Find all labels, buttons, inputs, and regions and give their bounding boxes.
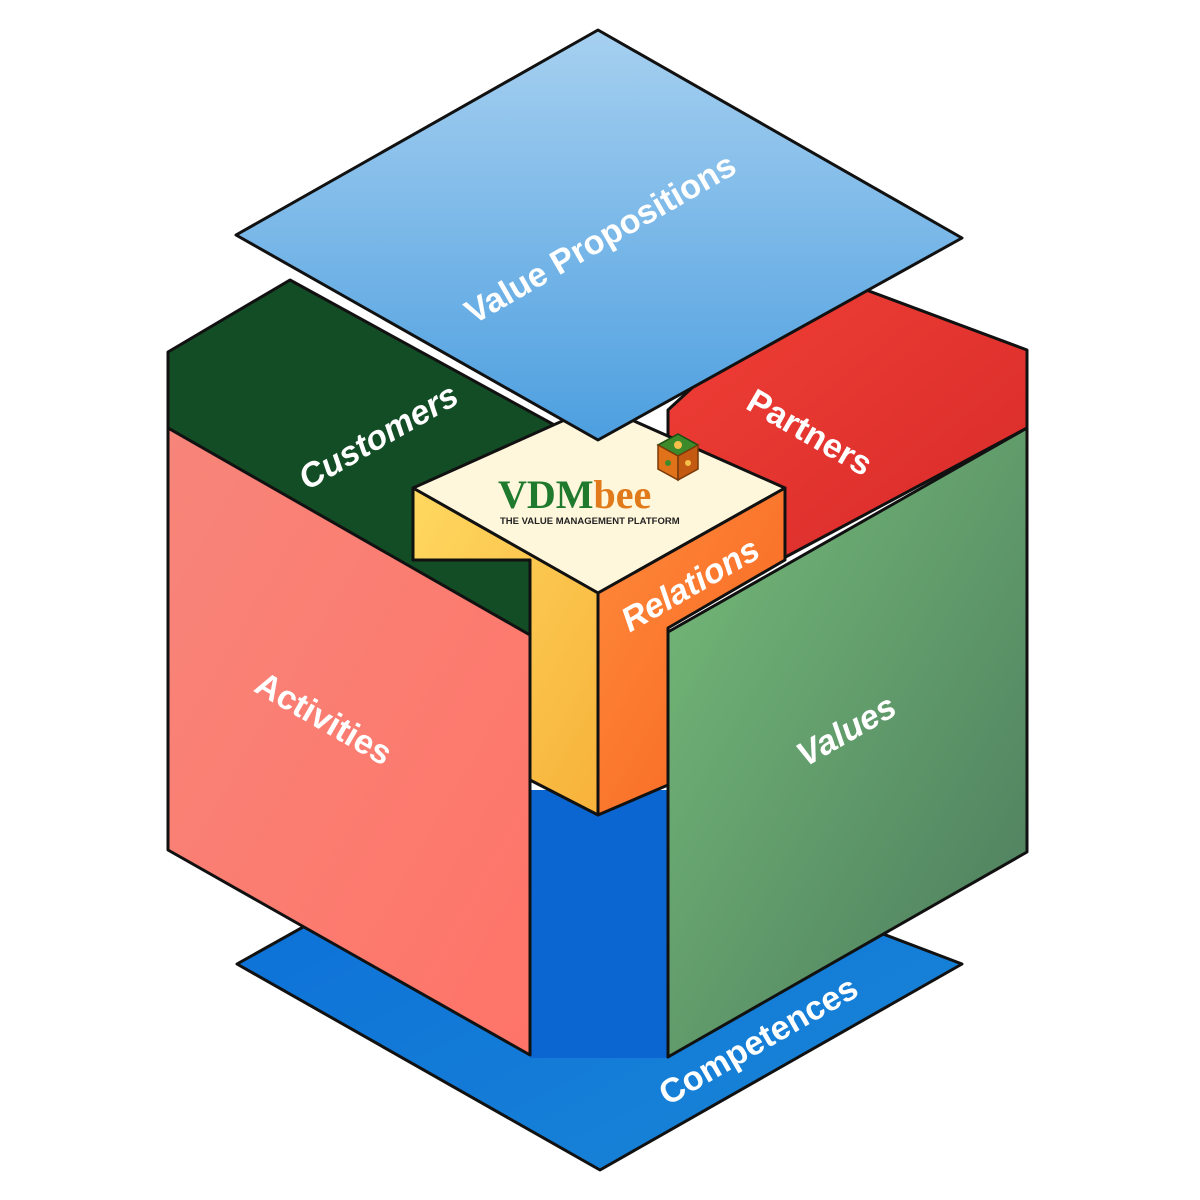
logo-cube-icon xyxy=(656,433,700,482)
logo-name-part2: bee xyxy=(594,472,652,517)
values-face xyxy=(666,426,1029,1059)
vdmbee-logo: VDMbee THE VALUE MANAGEMENT PLATFORM xyxy=(498,433,700,527)
svg-text:VDMbee: VDMbee xyxy=(498,472,651,517)
logo-tagline: THE VALUE MANAGEMENT PLATFORM xyxy=(500,516,680,527)
value-propositions-face xyxy=(234,28,964,442)
activities-face xyxy=(166,426,532,1057)
logo-name-part1: VDM xyxy=(498,472,594,517)
